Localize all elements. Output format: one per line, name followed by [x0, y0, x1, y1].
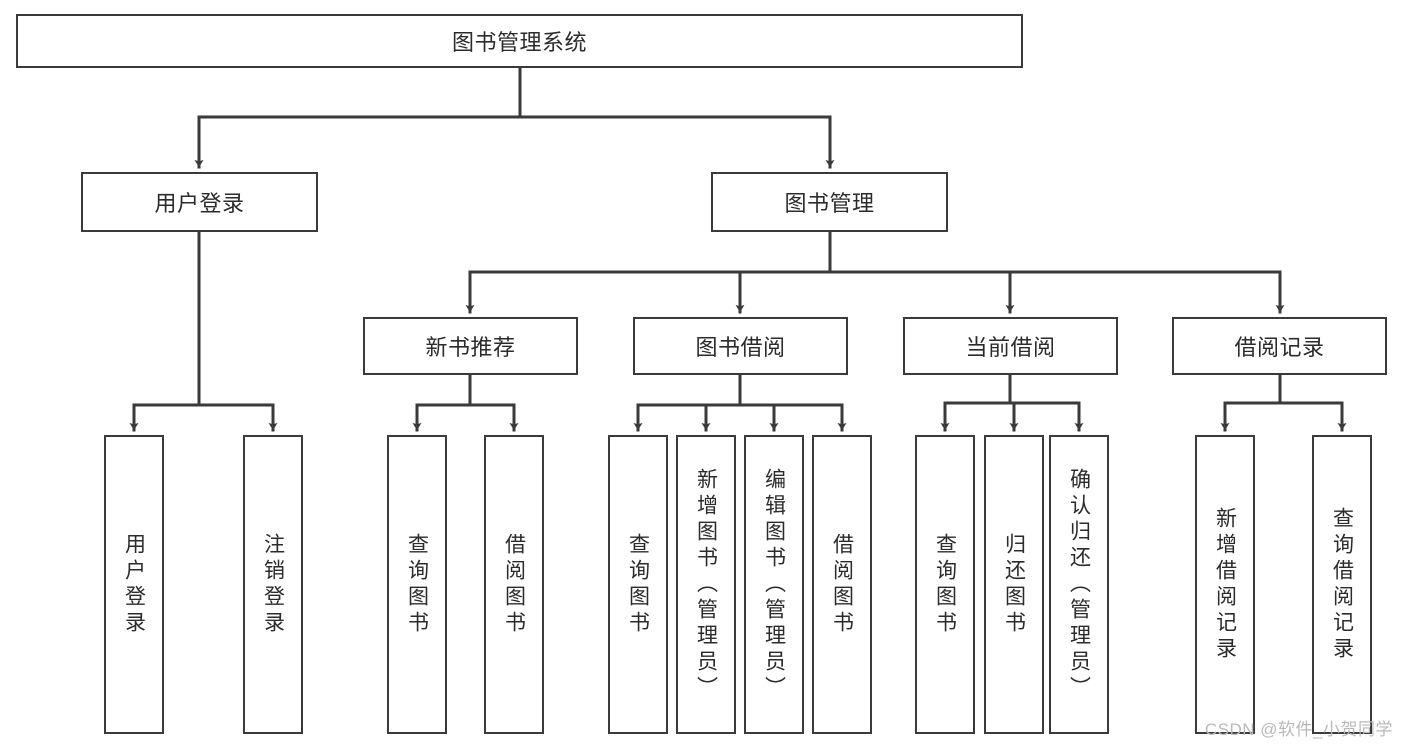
node-user-login-label: 用户登录: [154, 191, 245, 216]
node-borrow-records[interactable]: 借阅记录: [1172, 317, 1387, 375]
node-leaf-user-login-label: 用户登录: [122, 532, 146, 637]
node-leaf-logout-login-label: 注销登录: [261, 532, 285, 637]
node-leaf-logout-login[interactable]: 注销登录: [243, 435, 303, 734]
node-leaf-query-book-rec-label: 查询图书: [405, 532, 429, 637]
node-leaf-confirm-return-admin[interactable]: 确认归还（管理员）: [1049, 435, 1109, 734]
node-new-book-recommend[interactable]: 新书推荐: [363, 317, 578, 375]
node-leaf-borrow-book[interactable]: 借阅图书: [812, 435, 872, 734]
node-borrow-records-label: 借阅记录: [1234, 335, 1325, 360]
node-leaf-edit-book-admin[interactable]: 编辑图书（管理员）: [744, 435, 804, 734]
watermark-text: CSDN @软件_小贺同学: [1204, 720, 1393, 739]
node-book-manage-label: 图书管理: [784, 191, 875, 216]
node-leaf-add-borrow-record[interactable]: 新增借阅记录: [1195, 435, 1255, 734]
node-user-login[interactable]: 用户登录: [81, 172, 318, 232]
node-leaf-query-book-borrow-label: 查询图书: [626, 532, 650, 637]
node-leaf-query-book-cur[interactable]: 查询图书: [915, 435, 975, 734]
node-leaf-add-book-admin[interactable]: 新增图书（管理员）: [676, 435, 736, 734]
node-leaf-return-book-label: 归还图书: [1002, 532, 1026, 637]
node-leaf-edit-book-admin-label: 编辑图书（管理员）: [762, 467, 786, 702]
node-leaf-user-login[interactable]: 用户登录: [104, 435, 164, 734]
node-current-borrow[interactable]: 当前借阅: [903, 317, 1118, 375]
node-root-label: 图书管理系统: [451, 30, 587, 55]
node-leaf-query-borrow-record-label: 查询借阅记录: [1330, 506, 1354, 663]
node-new-book-recommend-label: 新书推荐: [425, 335, 516, 360]
node-leaf-query-book-rec[interactable]: 查询图书: [387, 435, 447, 734]
node-leaf-add-book-admin-label: 新增图书（管理员）: [694, 467, 718, 702]
node-leaf-add-borrow-record-label: 新增借阅记录: [1213, 506, 1237, 663]
node-leaf-borrow-book-label: 借阅图书: [830, 532, 854, 637]
node-book-manage[interactable]: 图书管理: [711, 172, 948, 232]
node-leaf-borrow-book-rec[interactable]: 借阅图书: [484, 435, 544, 734]
node-leaf-return-book[interactable]: 归还图书: [984, 435, 1044, 734]
node-leaf-confirm-return-admin-label: 确认归还（管理员）: [1067, 467, 1091, 702]
node-book-borrow[interactable]: 图书借阅: [633, 317, 848, 375]
node-leaf-query-borrow-record[interactable]: 查询借阅记录: [1312, 435, 1372, 734]
node-leaf-query-book-borrow[interactable]: 查询图书: [608, 435, 668, 734]
node-book-borrow-label: 图书借阅: [695, 335, 786, 360]
node-current-borrow-label: 当前借阅: [965, 335, 1056, 360]
node-root[interactable]: 图书管理系统: [16, 14, 1023, 68]
node-leaf-query-book-cur-label: 查询图书: [933, 532, 957, 637]
node-leaf-borrow-book-rec-label: 借阅图书: [502, 532, 526, 637]
